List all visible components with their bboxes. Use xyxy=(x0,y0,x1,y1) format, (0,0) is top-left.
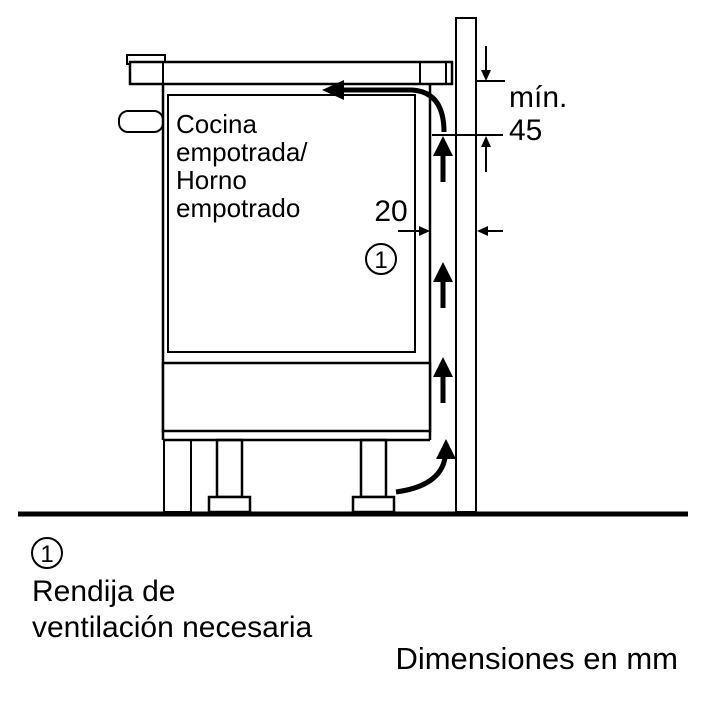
airflow-arrow-bottom-head xyxy=(436,439,456,459)
cabinet-foot-right xyxy=(351,495,396,514)
cabinet-side-panel xyxy=(163,439,192,513)
airflow-arrow-up-1-head xyxy=(433,136,453,156)
gap-dimension-label: 20 xyxy=(374,195,407,228)
oven-cavity xyxy=(167,94,416,353)
legend-text-line-1: Rendija de xyxy=(32,575,175,608)
cabinet-leg-left xyxy=(215,438,244,499)
airflow-arrow-up-3-head xyxy=(433,357,453,377)
gap-dimension-arrow-left-head xyxy=(419,226,430,236)
airflow-arrow-up-2-head xyxy=(433,262,453,282)
min-dimension-arrow-up-head xyxy=(481,136,491,147)
callout-number: 1 xyxy=(374,247,387,274)
cabinet-label-line-3: Horno xyxy=(176,165,247,195)
cabinet-leg-right xyxy=(359,438,388,499)
min-dimension-value: 45 xyxy=(509,114,542,147)
units-note: Dimensiones en mm xyxy=(395,641,678,676)
airflow-arrow-top xyxy=(342,87,447,133)
oven-handle xyxy=(118,110,164,133)
cabinet-label-line-1: Cocina xyxy=(176,109,257,139)
cabinet-foot-left xyxy=(207,495,252,514)
callout-circle xyxy=(365,243,397,275)
min-dimension-prefix: mín. xyxy=(509,81,567,114)
legend-text-line-2: ventilación necesaria xyxy=(32,611,312,644)
wall xyxy=(455,17,477,513)
min-dimension-arrow-down-head xyxy=(481,70,491,81)
cabinet-label-line-2: empotrada/ xyxy=(176,137,308,167)
legend-callout-circle xyxy=(31,537,63,569)
gap-dimension-arrow-right-head xyxy=(477,226,488,236)
cabinet-label-line-4: empotrado xyxy=(176,193,300,223)
legend-callout-number: 1 xyxy=(40,541,53,568)
airflow-arrow-top-head xyxy=(322,80,344,100)
airflow-arrow-bottom xyxy=(395,457,448,495)
countertop xyxy=(128,60,454,86)
drawer xyxy=(161,361,432,433)
